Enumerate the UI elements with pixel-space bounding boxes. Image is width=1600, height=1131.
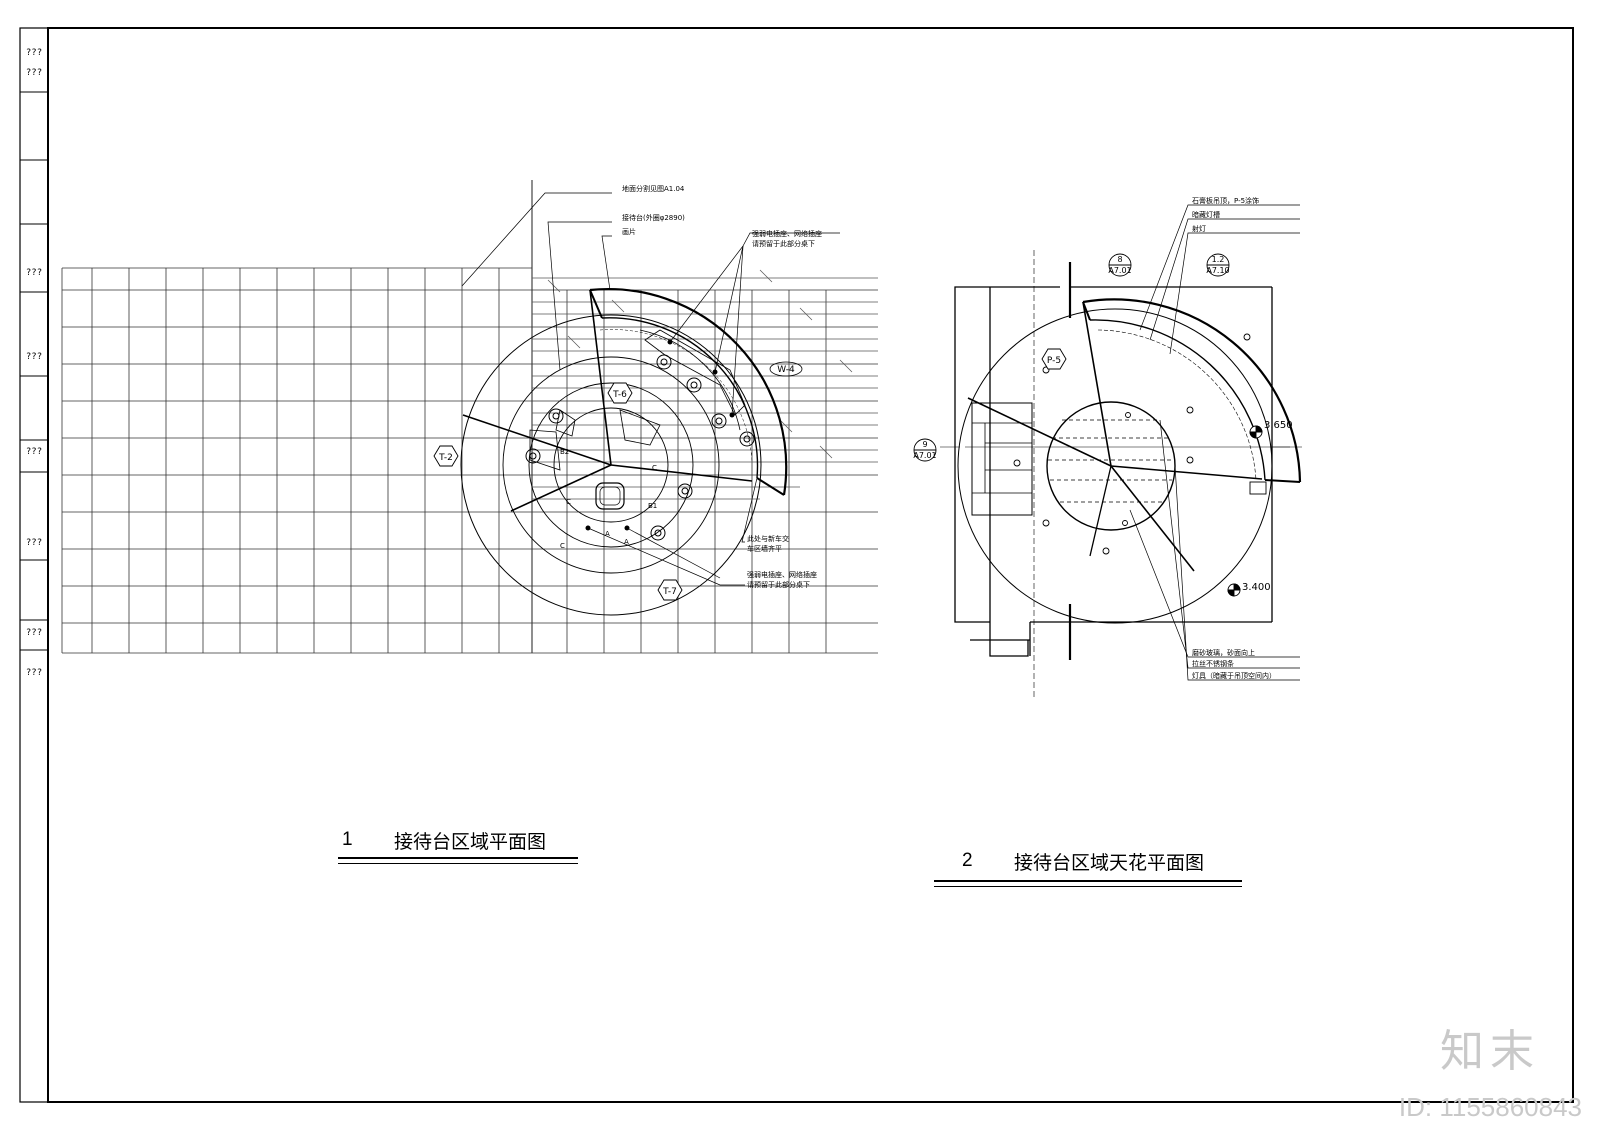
plan1-material-tags bbox=[433, 382, 683, 601]
ref-sheet: A7.01 bbox=[1108, 266, 1131, 275]
plan1-note-align-2: 车区墙齐平 bbox=[747, 544, 782, 553]
plan1-note-sockets-top-2: 请预留于此部分桌下 bbox=[752, 239, 815, 248]
plan2-downlights bbox=[1013, 333, 1251, 555]
plan1-wall-hatch bbox=[532, 269, 878, 500]
sidebar-label: ??? bbox=[25, 668, 43, 678]
tag-t2: T-2 bbox=[438, 453, 453, 463]
plan2-curved-trough bbox=[1082, 298, 1302, 483]
plan1-outer-circle bbox=[460, 314, 762, 616]
watermark-id: ID: 1155860843 bbox=[1398, 1092, 1582, 1122]
ref-number: 1.2 bbox=[1212, 255, 1225, 264]
plan2-leader-lines bbox=[1129, 204, 1300, 681]
plan2-note-spot: 射灯 bbox=[1192, 224, 1206, 233]
inner-frame bbox=[47, 27, 1574, 1103]
plan1-reception-desk bbox=[460, 288, 788, 616]
plan2-axis-lines bbox=[940, 250, 1302, 700]
letter-c: C bbox=[652, 464, 657, 472]
plan1-curved-wall bbox=[589, 288, 788, 496]
sidebar-dividers bbox=[20, 91, 48, 651]
chair-icon bbox=[595, 482, 625, 510]
tag-t6: T-6 bbox=[612, 390, 627, 400]
plan2-title-underline-thin bbox=[934, 886, 1242, 887]
outer-frame bbox=[19, 27, 1574, 1103]
plan2-title: 接待台区域天花平面图 bbox=[1014, 852, 1205, 874]
plan1-note-sockets-top-1: 强弱电插座、网络插座 bbox=[752, 229, 822, 238]
plan2-title-underline bbox=[934, 880, 1242, 882]
tag-t7: T-7 bbox=[662, 587, 677, 597]
sidebar-label: ??? bbox=[25, 48, 43, 58]
plan1-leader-lines bbox=[461, 192, 840, 586]
plan1-note-floor: 地面分割见图A1.04 bbox=[622, 184, 685, 193]
plan1-note-painting: 画片 bbox=[622, 227, 636, 236]
letter-a: A bbox=[624, 538, 629, 546]
plan2-note-gypsum: 石膏板吊顶，P-5涂饰 bbox=[1192, 196, 1259, 205]
letter-c: C bbox=[566, 498, 571, 506]
plan1-note-desk: 接待台(外圈φ2890) bbox=[622, 213, 685, 222]
plan2-number: 2 bbox=[962, 850, 973, 871]
plan2-circle-ceiling bbox=[957, 298, 1302, 624]
plan2-room-outline bbox=[954, 286, 1273, 657]
sidebar-label: ??? bbox=[25, 68, 43, 78]
level-3650: 3.650 bbox=[1264, 420, 1293, 431]
ref-number: 8 bbox=[1117, 255, 1122, 264]
letter-a: A bbox=[605, 530, 610, 538]
plan1-note-sockets-bot-1: 强弱电插座、网络插座 bbox=[747, 570, 817, 579]
ref-sheet: A7.01 bbox=[913, 451, 936, 460]
plan1-floor-grid bbox=[61, 180, 878, 654]
sidebar-label: ??? bbox=[25, 268, 43, 278]
plan1-title-underline-thin bbox=[338, 863, 578, 864]
plan2-section-refs bbox=[913, 253, 1230, 462]
level-3400: 3.400 bbox=[1242, 582, 1271, 593]
level-marker-icon bbox=[1227, 425, 1263, 597]
plan2-material-tag bbox=[1041, 348, 1067, 370]
letter-b2: B2 bbox=[560, 448, 569, 456]
plan2-note-steel: 拉丝不锈钢条 bbox=[1192, 659, 1234, 668]
tag-w4: W-4 bbox=[777, 365, 795, 375]
ref-sheet: A7.10 bbox=[1206, 266, 1229, 275]
plan1-number: 1 bbox=[342, 829, 353, 850]
tag-p5: P-5 bbox=[1047, 356, 1061, 366]
plan2-outer-circle bbox=[957, 308, 1273, 624]
letter-b1: B1 bbox=[648, 502, 657, 510]
plan1-note-align-1: 此处与新车交 bbox=[747, 534, 789, 543]
sidebar-label: ??? bbox=[25, 538, 43, 548]
plan2-note-glass: 磨砂玻璃，砂面向上 bbox=[1192, 648, 1255, 657]
plan1-note-sockets-bot-2: 请预留于此部分桌下 bbox=[747, 580, 810, 589]
plan2-note-lamp: 灯具（暗藏于吊顶空间内） bbox=[1192, 671, 1276, 680]
letter-c: C bbox=[560, 542, 565, 550]
plan1-title: 接待台区域平面图 bbox=[394, 831, 547, 853]
plan1-title-underline bbox=[338, 857, 578, 859]
plan1-radial-line bbox=[589, 289, 612, 466]
ref-number: 9 bbox=[922, 440, 927, 449]
watermark-brand: 知末 bbox=[1440, 1026, 1540, 1077]
sidebar-label: ??? bbox=[25, 628, 43, 638]
sidebar-label: ??? bbox=[25, 352, 43, 362]
plan2-note-trough: 暗藏灯槽 bbox=[1192, 210, 1220, 219]
sidebar-label: ??? bbox=[25, 447, 43, 457]
plan1-stools bbox=[525, 354, 755, 541]
